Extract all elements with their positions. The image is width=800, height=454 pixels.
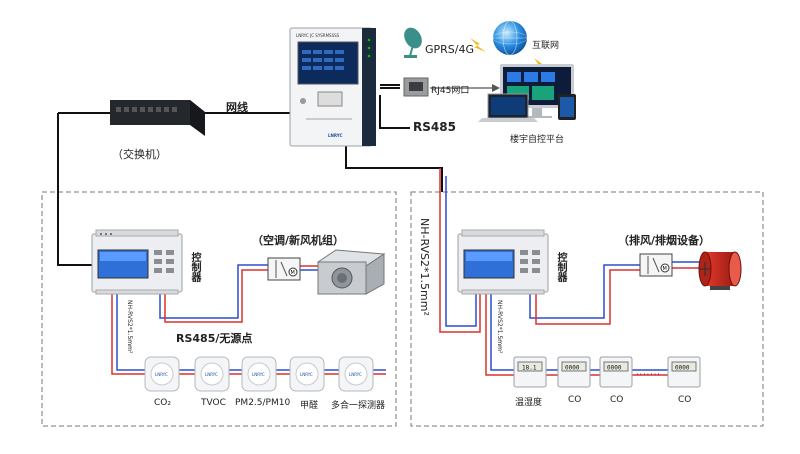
right-controller: [457, 229, 549, 295]
main-controller-cabinet: [289, 27, 376, 147]
right-sensor-devices: [513, 356, 701, 388]
main-unit-brand: LNRYC: [328, 133, 343, 138]
sensor-label: 甲醛: [300, 401, 319, 411]
sensor-label: 多合一探测器: [331, 401, 386, 411]
left-controller: [91, 229, 183, 295]
tablet-device: [558, 94, 576, 120]
left-controller-label: 控制器: [189, 252, 200, 282]
right-sensor-display: 0000: [675, 365, 690, 372]
left-zone-border: [41, 191, 397, 427]
left-sensor-brand: LNRYC: [205, 372, 218, 377]
platform-label: 楼宇自控平台: [510, 135, 565, 145]
right-controller-label: 控制器: [555, 252, 566, 282]
sensor-label: 温湿度: [515, 398, 543, 408]
switch-device: [110, 100, 205, 136]
left-actuator: M: [267, 257, 301, 281]
left-sensor-brand: LNRYC: [300, 372, 313, 377]
sensor-label: CO₂: [154, 398, 171, 408]
right-sensor-display: 0000: [565, 365, 580, 372]
main-unit-screen-title: LNRYC JC SYSRMSSSS: [296, 33, 340, 38]
more-sensors-ellipsis: ·······: [636, 370, 661, 379]
svg-text:M: M: [291, 270, 295, 276]
rs485-bus-label: RS485/无源点: [176, 332, 253, 345]
trunk-cable-label: NH-RVS2*1.5mm²: [418, 218, 431, 316]
sensor-label: TVOC: [201, 398, 226, 408]
rs485-label: RS485: [413, 120, 456, 134]
svg-text:M: M: [663, 266, 667, 272]
gprs-label: GPRS/4G: [425, 43, 475, 56]
right-actuator: M: [639, 253, 673, 277]
sensor-label: CO: [610, 395, 624, 405]
right-zone-border: [410, 191, 764, 427]
lightning-bolt-icon: [470, 38, 486, 52]
rj45-label: RJ45网口: [431, 86, 470, 96]
right-sensor-display: 18.1: [522, 365, 537, 372]
left-sensor-brand: LNRYC: [349, 372, 362, 377]
network-cable-label: 网线: [226, 101, 248, 114]
satellite-dish-icon: [404, 27, 422, 58]
laptop-device: [478, 93, 538, 122]
left-device-label: （空调/新风机组）: [252, 234, 345, 247]
left-sensor-devices: [144, 356, 374, 392]
sensor-label: PM2.5/PM10: [235, 398, 291, 408]
left-sensor-brand: LNRYC: [252, 372, 265, 377]
black-wiring: [57, 84, 443, 266]
left-cable-label: NH-RVS2*1.5mm²: [126, 300, 133, 354]
air-handling-unit: [316, 249, 386, 295]
globe-icon: [492, 20, 528, 56]
switch-label: （交换机）: [112, 148, 167, 161]
sensor-label: CO: [678, 395, 692, 405]
right-sensor-display: 0000: [607, 365, 622, 372]
exhaust-fan: [698, 251, 742, 290]
rj45-module-icon: [403, 77, 429, 97]
left-sensor-brand: LNRYC: [155, 372, 168, 377]
right-device-label: （排风/排烟设备）: [618, 234, 711, 247]
internet-label: 互联网: [532, 41, 560, 51]
sensor-label: CO: [568, 395, 582, 405]
right-cable-label: NH-RVS2*1.5mm²: [496, 300, 503, 354]
